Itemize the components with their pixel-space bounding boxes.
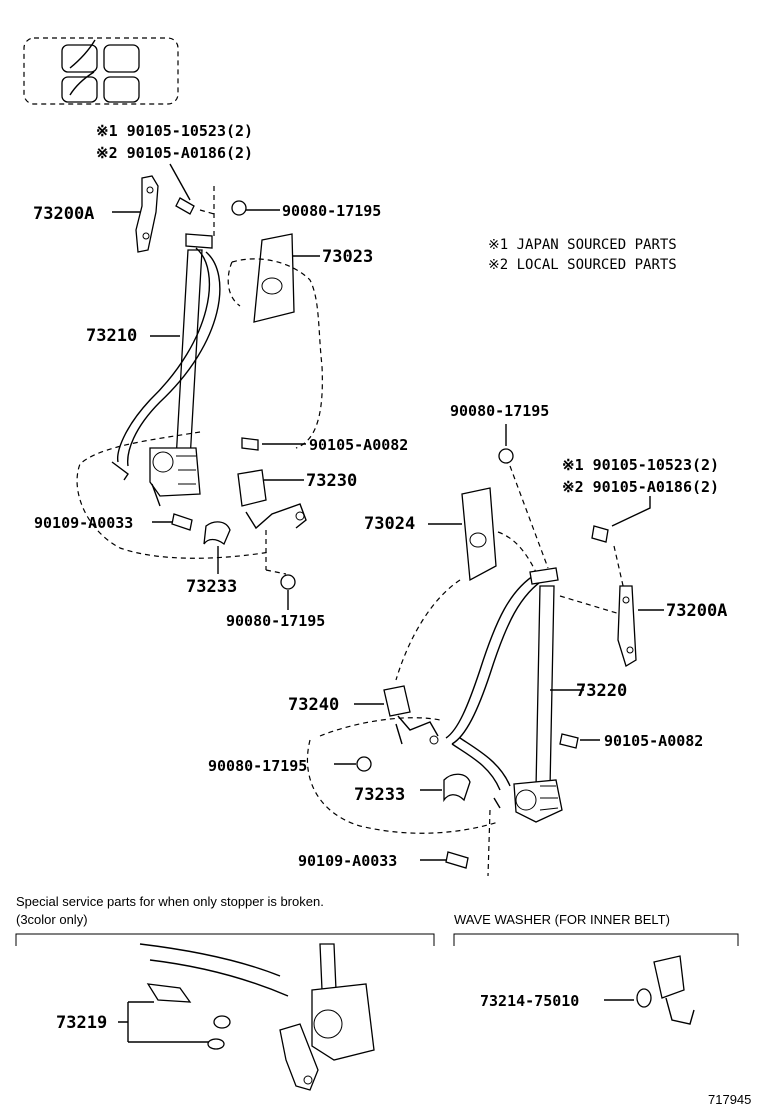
- r-seat-outline: [306, 531, 621, 834]
- ul-belt-part: [117, 233, 221, 467]
- ul-anchor-label: 73200A: [33, 204, 94, 224]
- r-stopper-label: 73233: [354, 785, 405, 805]
- r-buckle-part: [383, 685, 439, 745]
- ul-bolt-mid-label: 90105-A0082: [309, 436, 408, 454]
- r-nut-top-part: [498, 448, 514, 464]
- wave-washer-label: 73214-75010: [480, 992, 579, 1010]
- ul-bolt-low-part: [171, 513, 193, 531]
- r-bolt-mid-label: 90105-A0082: [604, 732, 703, 750]
- stopper-kit-part: [139, 943, 375, 1091]
- r-bolt-mid-part: [559, 733, 579, 749]
- note-local: ※2 LOCAL SOURCED PARTS: [488, 257, 677, 273]
- ul-nut-top-part: [231, 200, 247, 216]
- r-bolt-note-2: ※2 90105-A0186(2): [562, 478, 719, 496]
- ul-bolt-low-label: 90109-A0033: [34, 514, 133, 532]
- ul-stopper-part: [203, 521, 231, 546]
- r-retractor-part: [513, 779, 563, 823]
- ul-stopper-label: 73233: [186, 577, 237, 597]
- r-belt-label: 73220: [576, 681, 627, 701]
- r-cover-label: 73024: [364, 514, 415, 534]
- wave-washer-bracket: [453, 933, 739, 946]
- ul-nut-top-label: 90080-17195: [282, 202, 381, 220]
- ul-nut-low-part: [280, 574, 296, 590]
- r-upper-anchor-part: [617, 585, 637, 667]
- seat-layout-icon: [23, 37, 179, 105]
- ul-bolt-note-1: ※1 90105-10523(2): [96, 122, 253, 140]
- note-japan: ※1 JAPAN SOURCED PARTS: [488, 237, 677, 253]
- stopper-kit-label: 73219: [56, 1013, 107, 1033]
- r-anchor-label: 73200A: [666, 601, 727, 621]
- r-nut-low-part: [356, 756, 372, 772]
- r-bolt-part: [591, 525, 609, 543]
- ul-cover-label: 73023: [322, 247, 373, 267]
- r-belt-part: [445, 567, 559, 791]
- r-bolt-low-label: 90109-A0033: [298, 852, 397, 870]
- ul-seat-outline: [76, 258, 323, 559]
- special-service-text-1: Special service parts for when only stop…: [16, 894, 324, 909]
- r-nut-top-label: 90080-17195: [450, 402, 549, 420]
- wave-washer-part: [636, 955, 695, 1025]
- ul-buckle-part: [237, 469, 307, 530]
- ul-retractor-part: [149, 447, 201, 497]
- wave-washer-title: WAVE WASHER (FOR INNER BELT): [454, 912, 670, 927]
- ul-cover-part: [253, 233, 295, 323]
- ul-belt-label: 73210: [86, 326, 137, 346]
- ul-upper-anchor-part: [135, 175, 159, 253]
- figure-number: 717945: [708, 1092, 751, 1107]
- ul-buckle-label: 73230: [306, 471, 357, 491]
- r-bolt-low-part: [445, 851, 469, 869]
- ul-bolt-note-2: ※2 90105-A0186(2): [96, 144, 253, 162]
- r-buckle-label: 73240: [288, 695, 339, 715]
- special-service-text-2: (3color only): [16, 912, 88, 927]
- r-cover-part: [461, 487, 497, 582]
- r-stopper-part: [443, 773, 471, 803]
- special-service-bracket: [15, 933, 435, 946]
- ul-nut-low-label: 90080-17195: [226, 612, 325, 630]
- ul-bolt-part: [175, 197, 195, 215]
- ul-bolt-mid-part: [241, 437, 259, 451]
- r-nut-low-label: 90080-17195: [208, 757, 307, 775]
- r-bolt-note-1: ※1 90105-10523(2): [562, 456, 719, 474]
